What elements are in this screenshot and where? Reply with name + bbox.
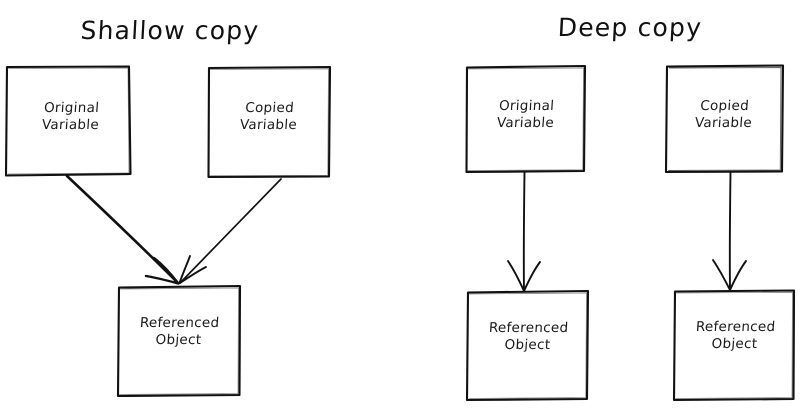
panel-title-deep-copy: Deep copy <box>557 13 703 42</box>
panel-deep-copy <box>465 64 796 402</box>
box-deep-original-variable[interactable] <box>465 64 587 174</box>
arrow-deep-original-to-referenced-object <box>507 171 541 292</box>
arrow-copied-to-referenced-object <box>178 178 282 284</box>
hit-deep-original-variable[interactable] <box>466 66 585 172</box>
box-shallow-referenced-object[interactable] <box>116 284 242 398</box>
hit-shallow-referenced-object[interactable] <box>118 286 240 396</box>
arrow-deep-copied-to-referenced-object <box>712 171 747 291</box>
hit-shallow-original-variable[interactable] <box>6 66 131 175</box>
hit-shallow-copied-variable[interactable] <box>208 67 330 177</box>
box-shallow-copied-variable[interactable] <box>207 65 332 179</box>
panel-shallow-copy <box>4 65 332 398</box>
box-deep-copied-variable[interactable] <box>664 64 785 174</box>
hit-deep-referenced-object-right[interactable] <box>674 290 794 400</box>
box-deep-referenced-object-left[interactable] <box>465 289 590 402</box>
arrow-original-to-referenced-object <box>65 174 180 285</box>
hit-deep-referenced-object-left[interactable] <box>467 291 588 400</box>
panel-title-shallow-copy: Shallow copy <box>79 16 261 45</box>
box-deep-referenced-object-right[interactable] <box>672 289 796 402</box>
hit-deep-copied-variable[interactable] <box>666 65 783 172</box>
box-shallow-original-variable[interactable] <box>4 65 132 177</box>
